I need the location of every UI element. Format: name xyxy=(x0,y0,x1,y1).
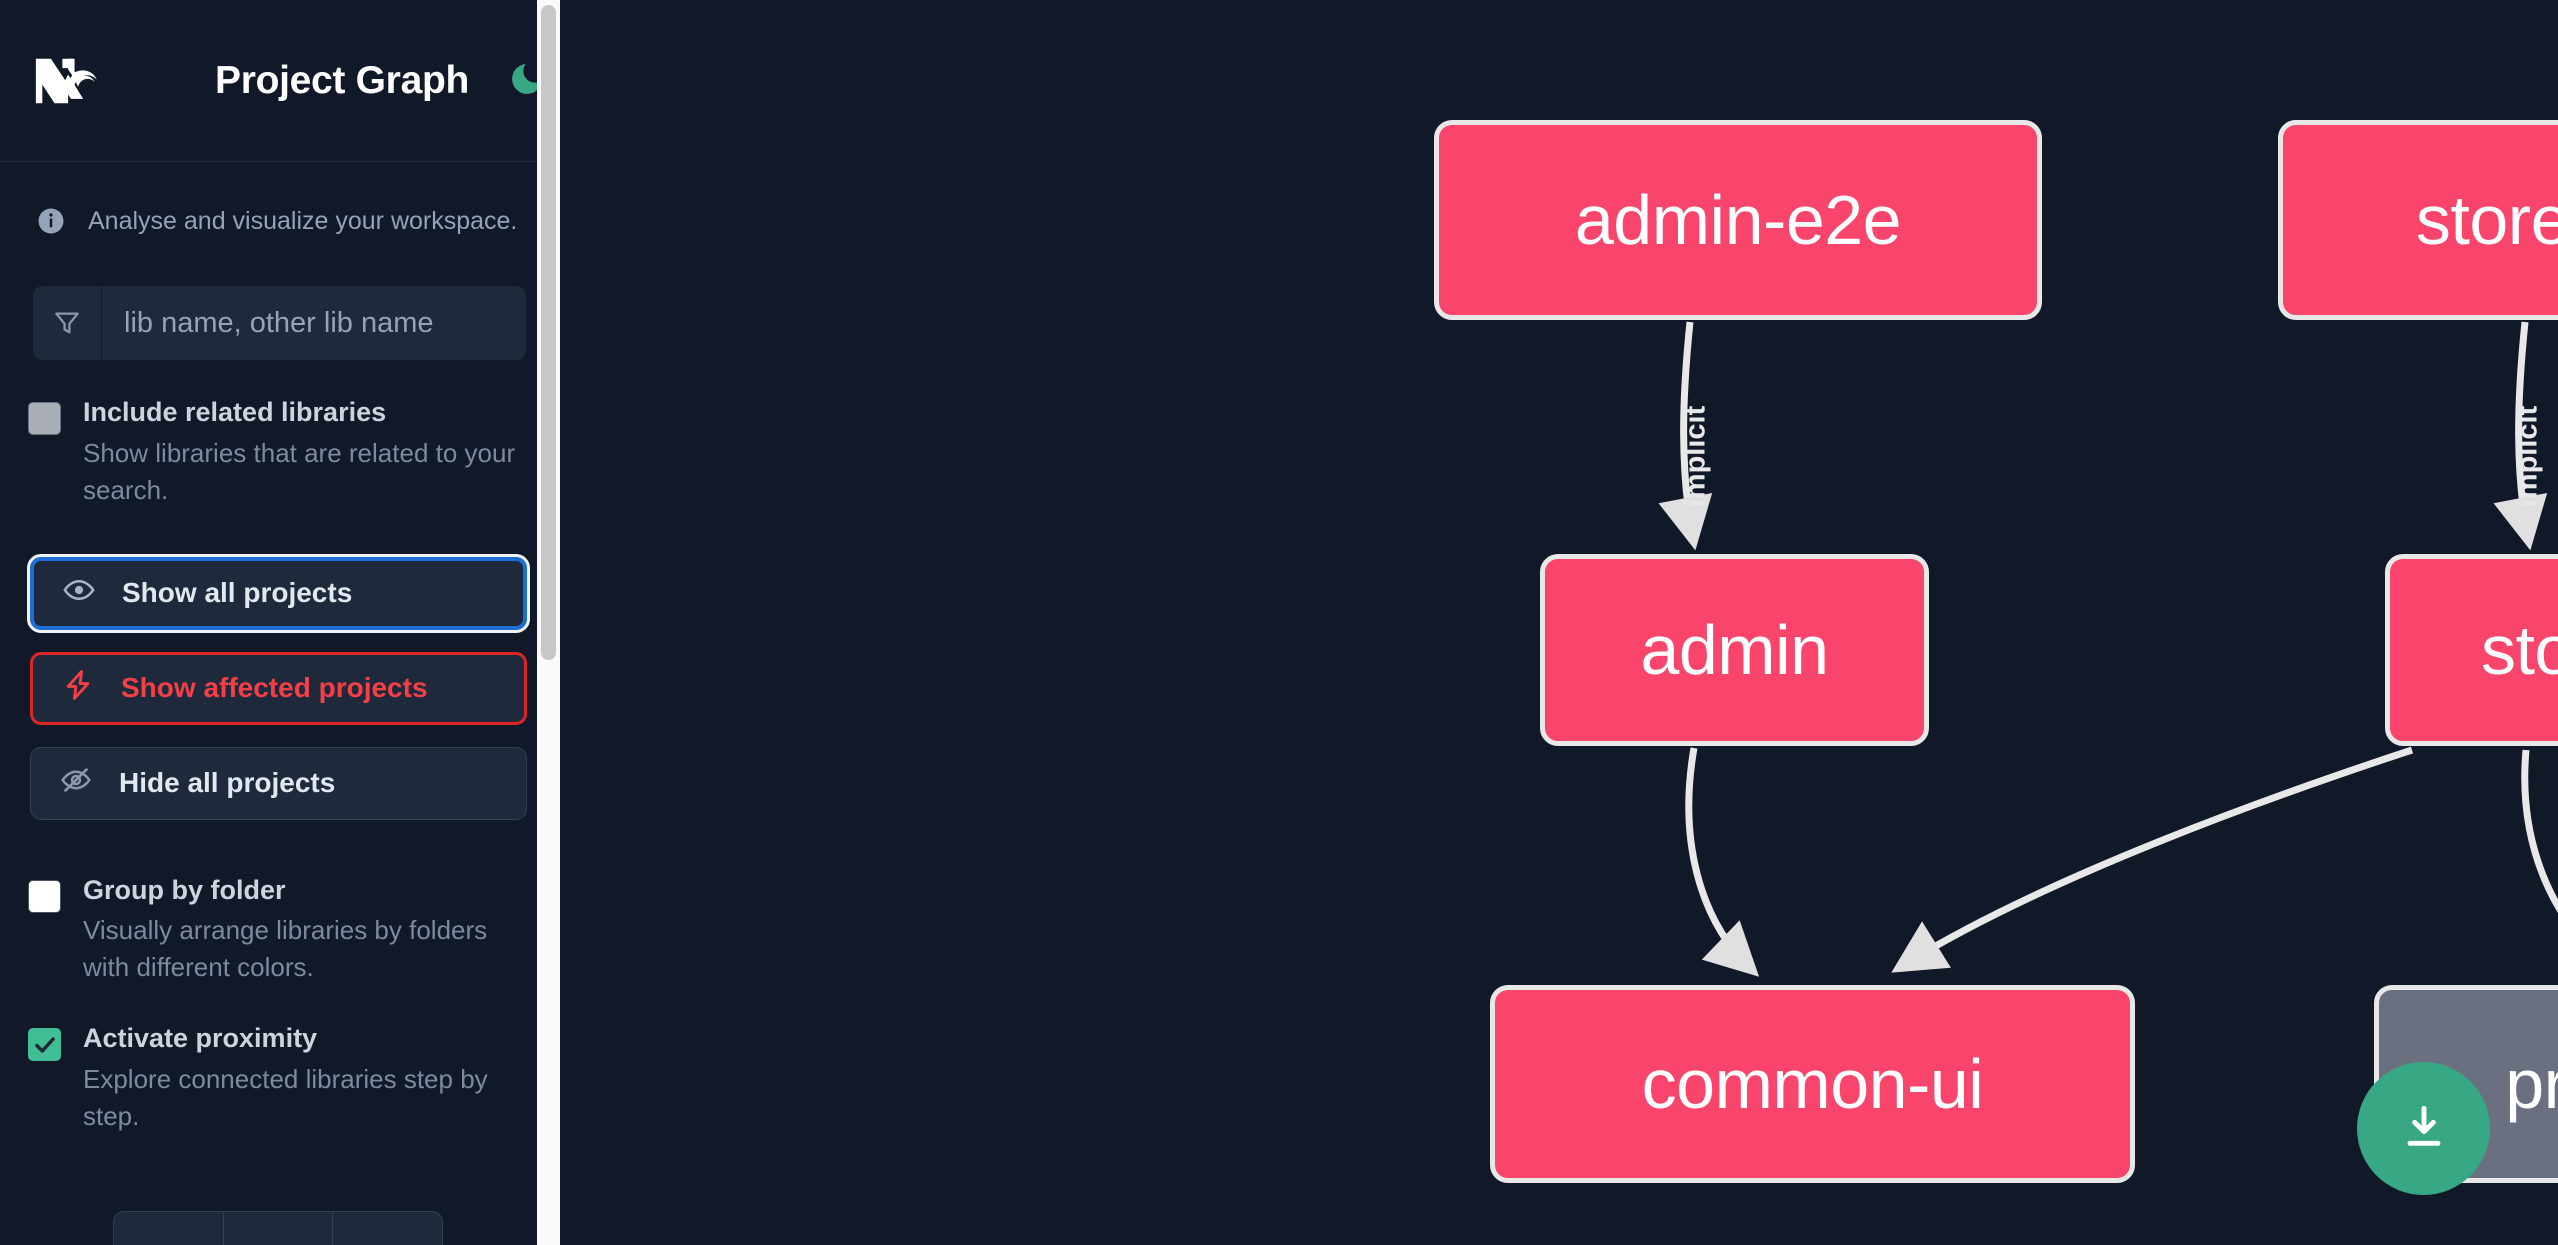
checkbox-label: Group by folder xyxy=(83,874,286,905)
show-affected-projects-button[interactable]: Show affected projects xyxy=(30,651,527,725)
graph-node-common-ui[interactable]: common-ui xyxy=(1490,985,2135,1183)
show-all-projects-label: Show all projects xyxy=(122,577,353,609)
segmented-control-option-3[interactable] xyxy=(333,1212,442,1245)
checkbox-group-activate-proximity[interactable]: Activate proximity Explore connected lib… xyxy=(0,1022,560,1135)
checkbox-activate-proximity[interactable] xyxy=(28,1028,61,1062)
info-icon xyxy=(36,206,66,236)
checkbox-description: Show libraries that are related to your … xyxy=(83,437,516,505)
checkbox-group-group-by-folder[interactable]: Group by folder Visually arrange librari… xyxy=(0,874,560,987)
checkbox-label: Include related libraries xyxy=(83,397,387,427)
show-all-projects-button[interactable]: Show all projects xyxy=(27,553,530,633)
funnel-icon[interactable] xyxy=(33,286,102,360)
checkbox-text-block: Include related libraries Show libraries… xyxy=(83,396,524,509)
nx-logo-icon xyxy=(33,53,119,109)
edge-store-to-products xyxy=(2521,749,2558,913)
graph-node-store-e2e[interactable]: store-e2e xyxy=(2278,120,2558,320)
checkbox-include-related-libraries[interactable] xyxy=(28,402,61,435)
check-icon xyxy=(34,1036,55,1053)
lightning-icon xyxy=(61,668,95,709)
edge-label-store-e2e-to-store: implicit xyxy=(2511,405,2544,508)
project-graph-canvas[interactable]: admin-e2estore-e2eadminstorecommon-uipro… xyxy=(560,0,2558,1245)
filter-row xyxy=(0,236,560,360)
checkbox-description: Visually arrange libraries by folders wi… xyxy=(83,915,488,983)
theme-toggle-button[interactable] xyxy=(505,59,549,103)
edge-admin-to-common-ui xyxy=(1685,747,1760,977)
sidebar-scrollbar-thumb[interactable] xyxy=(541,5,556,660)
eye-icon xyxy=(62,573,96,614)
checkbox-group-by-folder[interactable] xyxy=(28,879,61,913)
checkbox-label: Activate proximity xyxy=(83,1023,318,1054)
sidebar: Project Graph Analyse and visualize your… xyxy=(0,0,560,1245)
edge-store-e2e-to-store xyxy=(2493,321,2548,551)
graph-node-admin-e2e[interactable]: admin-e2e xyxy=(1434,120,2042,320)
checkbox-description: Explore connected libraries step by step… xyxy=(83,1063,488,1131)
edge-label-admin-e2e-to-admin: implicit xyxy=(1679,405,1712,508)
checkbox-group-include-related-libraries[interactable]: Include related libraries Show libraries… xyxy=(0,396,560,509)
segmented-control-option-2[interactable] xyxy=(224,1212,334,1245)
segmented-control[interactable] xyxy=(113,1211,443,1245)
moon-icon xyxy=(507,59,547,102)
search-filter-box[interactable] xyxy=(33,286,526,360)
page-title: Project Graph xyxy=(215,58,469,102)
eye-off-icon xyxy=(59,763,93,804)
sidebar-tagline: Analyse and visualize your workspace. xyxy=(0,162,560,236)
edge-admin-e2e-to-admin xyxy=(1658,321,1713,551)
edge-store-to-common-ui xyxy=(1891,746,2414,973)
graph-node-admin[interactable]: admin xyxy=(1540,554,1929,746)
search-input[interactable] xyxy=(102,286,526,360)
download-icon xyxy=(2396,1099,2452,1158)
graph-node-store[interactable]: store xyxy=(2385,554,2558,746)
show-affected-projects-label: Show affected projects xyxy=(121,672,428,704)
hide-all-projects-button[interactable]: Hide all projects xyxy=(30,746,527,820)
hide-all-projects-label: Hide all projects xyxy=(119,767,336,799)
sidebar-header: Project Graph xyxy=(0,0,560,162)
checkbox-text-block: Activate proximity Explore connected lib… xyxy=(83,1022,524,1135)
sidebar-scrollbar-track[interactable] xyxy=(537,0,560,1245)
segmented-control-option-1[interactable] xyxy=(114,1212,224,1245)
sidebar-tagline-text: Analyse and visualize your workspace. xyxy=(88,206,518,235)
checkbox-text-block: Group by folder Visually arrange librari… xyxy=(83,874,524,987)
download-graph-button[interactable] xyxy=(2357,1062,2490,1195)
action-button-stack: Show all projects Show affected projects xyxy=(0,553,560,820)
